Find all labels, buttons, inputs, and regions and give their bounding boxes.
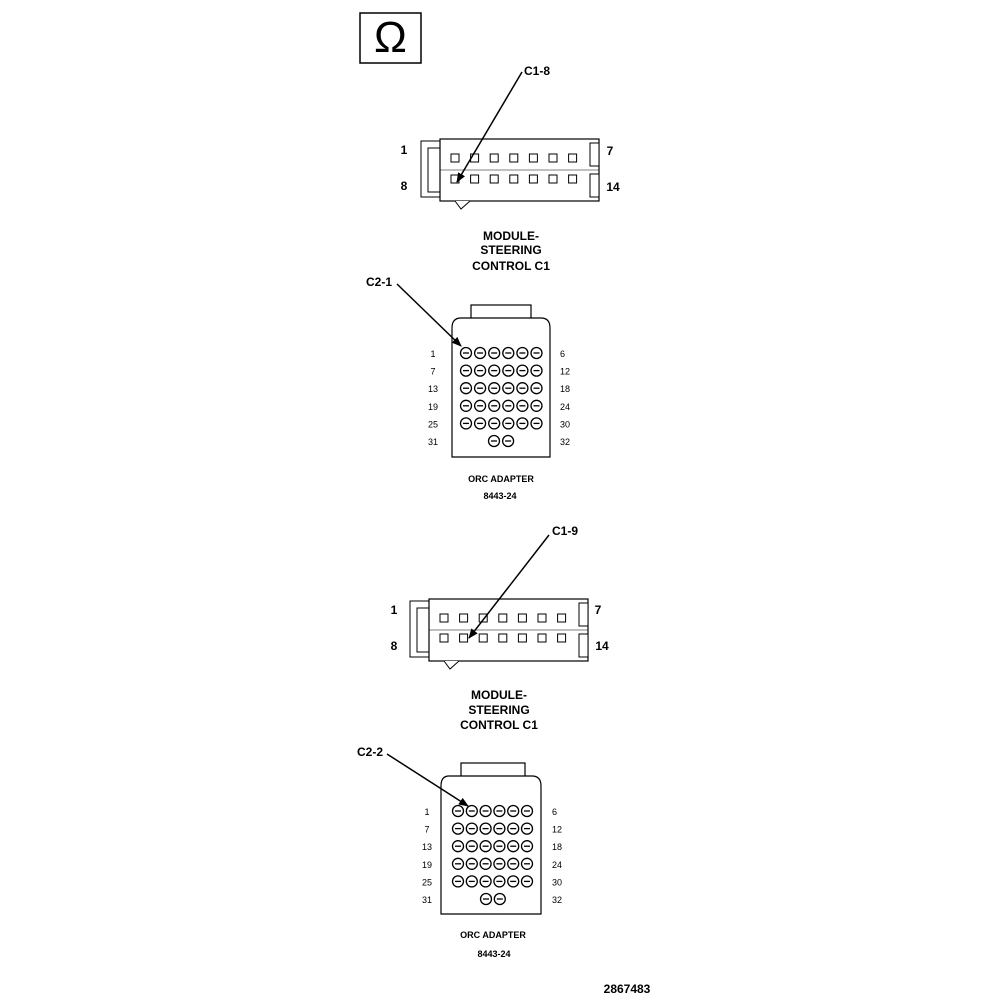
terminal-row — [450, 153, 578, 163]
connector-key — [443, 660, 460, 670]
terminal-row — [450, 174, 578, 184]
terminal-cavity — [557, 633, 567, 643]
terminal-cavity — [517, 633, 527, 643]
pin-label-7: 7 — [595, 603, 602, 617]
pin-number-label: 30 — [552, 877, 562, 887]
adapter-tab — [460, 762, 526, 778]
terminal-cavity — [509, 153, 519, 163]
connector-title-line: STEERING — [480, 243, 541, 257]
terminal-row — [439, 613, 567, 623]
pin-number-label: 19 — [428, 402, 438, 412]
callout-leader — [468, 534, 550, 639]
terminal-row — [439, 633, 567, 643]
pin-number-label: 12 — [560, 367, 570, 377]
terminal-cavity — [537, 613, 547, 623]
pin-number-label: 6 — [560, 349, 565, 359]
connector-title-line: STEERING — [468, 703, 529, 717]
connector-c1-bottom: 1 8 7 14 C1-9 MODULE- STEERING CONTROL C… — [391, 524, 609, 732]
terminal-cavity — [478, 633, 488, 643]
pin-number-label: 24 — [560, 402, 570, 412]
terminal-cavity — [459, 633, 469, 643]
terminal-cavity — [548, 153, 558, 163]
terminal-cavity — [498, 613, 508, 623]
connector-c1-top: 1 8 7 14 C1-8 MODULE- STEERING CONTROL C… — [401, 64, 620, 273]
adapter-caption: ORC ADAPTER — [468, 474, 534, 484]
pin-label-14: 14 — [606, 180, 620, 194]
ohm-symbol-box — [359, 12, 422, 64]
adapter-cavities — [459, 346, 543, 448]
figure-number: 2867483 — [604, 982, 651, 996]
pin-number-label: 13 — [428, 384, 438, 394]
terminal-cavity — [459, 613, 469, 623]
pin-number-label: 18 — [560, 384, 570, 394]
callout-label: C2-2 — [357, 745, 383, 759]
ohm-icon: Ω — [374, 13, 407, 62]
pin-number-label: 1 — [424, 807, 429, 817]
pin-number-label: 25 — [428, 419, 438, 429]
terminal-cavity — [470, 174, 480, 184]
terminal-cavity — [537, 633, 547, 643]
terminal-cavity — [439, 613, 449, 623]
pin-label-8: 8 — [391, 639, 398, 653]
pin-number-label: 25 — [422, 877, 432, 887]
pin-number-label: 32 — [560, 437, 570, 447]
callout-label: C2-1 — [366, 275, 392, 289]
callout-label: C1-9 — [552, 524, 578, 538]
pin-number-label: 19 — [422, 860, 432, 870]
pin-number-label: 31 — [428, 437, 438, 447]
pin-number-label: 24 — [552, 860, 562, 870]
pin-number-label: 18 — [552, 842, 562, 852]
pin-number-label: 6 — [552, 807, 557, 817]
pin-label-1: 1 — [401, 143, 408, 157]
callout-leader — [396, 283, 462, 347]
terminal-cavity — [509, 174, 519, 184]
connector-title-line: CONTROL C1 — [460, 718, 538, 732]
pin-number-label: 1 — [430, 349, 435, 359]
pin-number-label: 30 — [560, 419, 570, 429]
pin-number-label: 32 — [552, 895, 562, 905]
pin-label-14: 14 — [595, 639, 609, 653]
callout-leader — [386, 753, 469, 807]
terminal-cavity — [528, 174, 538, 184]
terminal-cavity — [548, 174, 558, 184]
pin-number-label: 31 — [422, 895, 432, 905]
ohmmeter-symbol: Ω — [359, 12, 422, 64]
connector-title-line: MODULE- — [483, 229, 539, 243]
connector-title-line: CONTROL C1 — [472, 259, 550, 273]
terminal-cavity — [528, 153, 538, 163]
adapter-part-number: 8443-24 — [477, 949, 510, 959]
connector-key — [454, 200, 471, 210]
pin-number-label: 7 — [430, 367, 435, 377]
connector-title-line: MODULE- — [471, 688, 527, 702]
terminal-cavity — [489, 174, 499, 184]
pin-label-1: 1 — [391, 603, 398, 617]
pin-label-7: 7 — [607, 144, 614, 158]
pin-number-label: 7 — [424, 825, 429, 835]
callout-leader — [456, 71, 523, 183]
terminal-cavity — [439, 633, 449, 643]
pin-label-8: 8 — [401, 179, 408, 193]
terminal-cavity — [568, 174, 578, 184]
adapter-tab — [470, 304, 532, 320]
adapter-caption: ORC ADAPTER — [460, 930, 526, 940]
pin-number-label: 12 — [552, 825, 562, 835]
adapter-cavities — [451, 804, 534, 906]
terminal-cavity — [557, 613, 567, 623]
terminal-cavity — [489, 153, 499, 163]
callout-label: C1-8 — [524, 64, 550, 78]
terminal-cavity — [478, 613, 488, 623]
adapter-part-number: 8443-24 — [483, 491, 516, 501]
terminal-cavity — [517, 613, 527, 623]
pin-number-label: 13 — [422, 842, 432, 852]
terminal-cavity — [498, 633, 508, 643]
terminal-cavity — [450, 153, 460, 163]
terminal-cavity — [568, 153, 578, 163]
